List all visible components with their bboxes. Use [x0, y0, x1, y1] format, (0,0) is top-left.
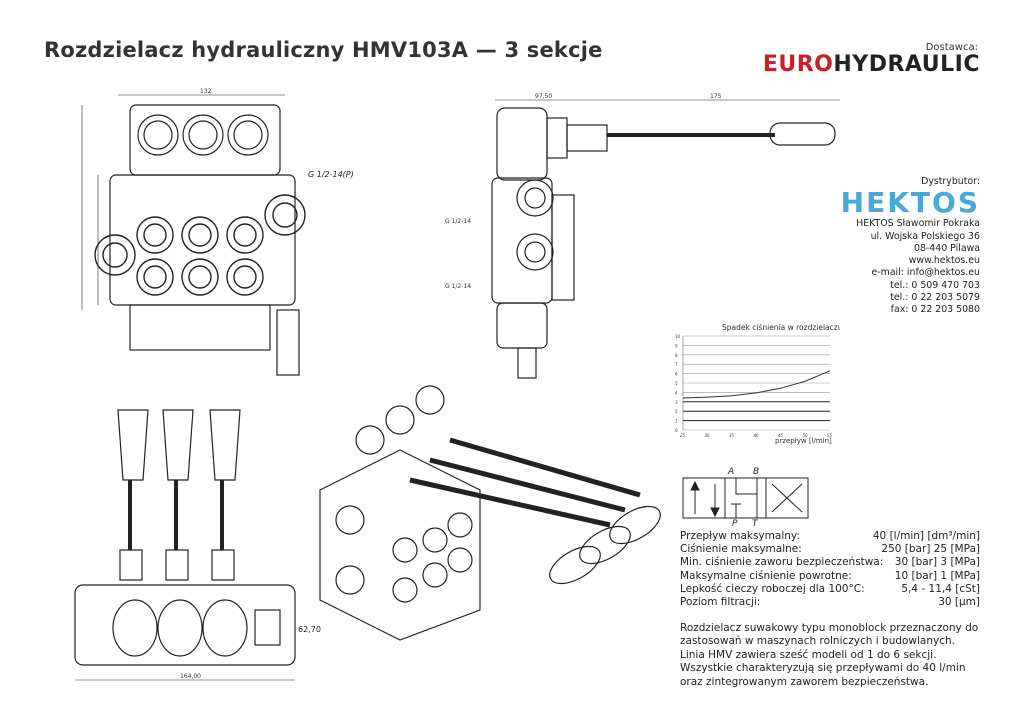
port-label: G 1/2-14(P)	[308, 170, 354, 179]
valve-symbol: A B P T	[682, 467, 809, 528]
spec-label: Lepkość cieczy roboczej dla 100°C:	[680, 582, 865, 595]
spec-label: Min. ciśnienie zaworu bezpieczeństwa:	[680, 556, 884, 569]
website-link[interactable]: www.hektos.eu	[908, 255, 980, 267]
isometric-view-drawing	[319, 385, 661, 641]
y-tick-label: 3	[675, 400, 678, 405]
email-link[interactable]: e-mail: info@hektos.eu	[871, 267, 980, 279]
y-tick-label: 2	[675, 409, 678, 414]
port-p: P	[732, 519, 738, 528]
spec-value: 10 [bar] 1 [MPa]	[894, 569, 980, 582]
side-view-drawing: 97,50 175 G 1/2-14 G 1/2-14	[445, 93, 840, 379]
logo-hydraulic: HYDRAULIC	[833, 52, 980, 77]
pressure-curve	[682, 370, 831, 399]
phone-line: tel.: 0 509 470 703	[890, 279, 980, 291]
dim-bottom: 164,00	[180, 673, 201, 680]
spec-row: Min. ciśnienie zaworu bezpieczeństwa: 30 …	[680, 556, 980, 569]
x-tick-label: 40	[754, 433, 760, 438]
fax-line: fax: 0 22 203 5080	[890, 304, 980, 316]
x-tick-label: 25	[680, 433, 686, 438]
spec-value: 40 [l/min] [dm³/min]	[872, 530, 980, 542]
spec-row: Maksymalne ciśnienie powrotne: 10 [bar] 1…	[680, 570, 980, 583]
page-title: Rozdzielacz hydrauliczny HMV103A — 3 sek…	[44, 38, 603, 62]
y-tick-label: 1	[675, 419, 678, 424]
x-tick-label: 45	[778, 433, 784, 438]
dim-right: 62,70	[298, 625, 321, 634]
address-line: ul. Wojska Polskiego 36	[870, 230, 980, 242]
address-line: HEKTOS Sławomir Pokraka	[856, 218, 980, 230]
port-a: A	[727, 467, 734, 477]
port-b-label: G 1/2-14	[445, 283, 471, 290]
y-tick-label: 0	[675, 428, 678, 433]
y-tick-label: 4	[675, 390, 678, 395]
port-b: B	[753, 467, 759, 477]
y-tick-label: 6	[675, 372, 678, 377]
dim-side-top: 97,50	[535, 93, 552, 100]
distributor-block: Dystrybutor: HEKTOS HEKTOS Sławomir Pokr…	[841, 176, 980, 317]
chart-xlabel: przepływ [l/min]	[775, 437, 832, 445]
description: Rozdzielacz suwakowy typu monoblock prze…	[680, 622, 979, 688]
spec-value: 30 [bar] 3 [MPa]	[894, 556, 980, 569]
y-tick-label: 5	[675, 381, 678, 386]
euro-hydraulic-logo: EUROHYDRAULIC	[763, 52, 980, 77]
dim-lever: 175	[710, 93, 722, 100]
spec-row: Ciśnienie maksymalne: 250 [bar] 25 [MPa]	[680, 543, 980, 556]
y-tick-label: 9	[675, 343, 678, 348]
front-view-drawing: 132 G 1/2-14(P)	[81, 88, 354, 376]
port-t: T	[752, 519, 759, 528]
spec-row: Poziom filtracji: 30 [μm]	[680, 596, 980, 609]
x-tick-label: 30	[705, 433, 711, 438]
supplier-label: Dostawca:	[925, 42, 978, 53]
phone-line: tel.: 0 22 203 5079	[890, 292, 980, 304]
hektos-logo: HEKTOS	[840, 186, 980, 220]
top-view-drawing: 164,00 62,70	[74, 409, 321, 681]
spec-row: Lepkość cieczy roboczej dla 100°C: 5,4 - …	[680, 583, 980, 596]
dim-top: 132	[200, 88, 212, 95]
distributor-label: Dystrybutor:	[921, 176, 980, 187]
spec-label: Ciśnienie maksymalne:	[680, 543, 802, 556]
spec-label: Poziom filtracji:	[680, 596, 761, 609]
logo-euro: EURO	[762, 52, 834, 77]
x-tick-label: 55	[827, 433, 833, 438]
chart-title: Spadek ciśnienia w rozdzielaczu	[722, 323, 840, 332]
spec-value: 250 [bar] 25 [MPa]	[881, 543, 980, 556]
specifications-table: Przepływ maksymalny: 40 [l/min] [dm³/min]…	[680, 530, 980, 609]
spec-value: 5,4 - 11,4 [cSt]	[901, 582, 980, 595]
x-tick-label: 50	[803, 433, 809, 438]
port-a-label: G 1/2-14	[445, 218, 471, 225]
x-tick-label: 35	[729, 433, 735, 438]
address-line: 08-440 Pilawa	[913, 242, 980, 254]
y-tick-label: 10	[675, 334, 681, 339]
spec-row: Przepływ maksymalny: 40 [l/min] [dm³/min]	[680, 530, 980, 543]
spec-value: 30 [μm]	[938, 596, 980, 609]
spec-label: Przepływ maksymalny:	[680, 530, 800, 542]
pressure-drop-chart: Spadek ciśnienia w rozdzielaczu 01234567…	[675, 323, 840, 445]
spec-label: Maksymalne ciśnienie powrotne:	[680, 569, 852, 582]
y-tick-label: 7	[675, 362, 678, 367]
y-tick-label: 8	[675, 353, 678, 358]
